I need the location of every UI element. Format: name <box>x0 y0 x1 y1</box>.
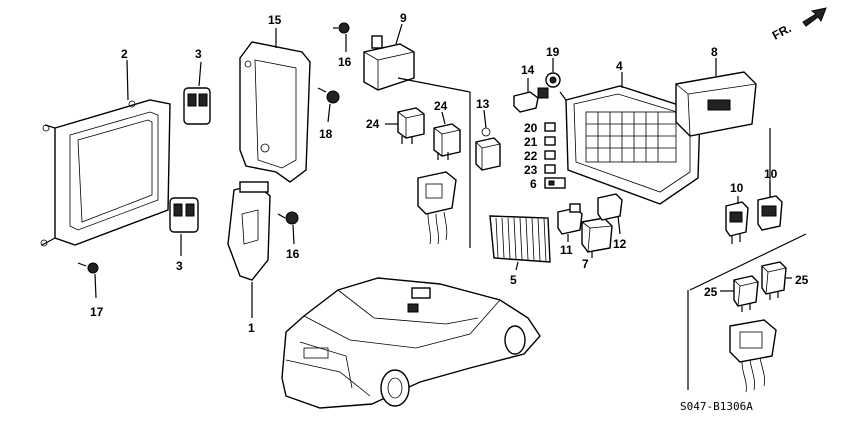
callout-21: 21 <box>524 135 538 149</box>
fuse-22 <box>544 150 556 160</box>
callout-23: 23 <box>524 163 538 177</box>
fuse-20 <box>544 122 556 132</box>
callout-4: 4 <box>616 59 623 73</box>
callout-6: 6 <box>530 177 537 191</box>
mounting-bracket-lower <box>227 181 271 318</box>
divider-lower-right <box>689 233 807 291</box>
grommet-19 <box>545 58 561 88</box>
car-silhouette <box>281 277 541 409</box>
callout-3-upper: 3 <box>195 47 202 61</box>
callout-22: 22 <box>524 149 538 163</box>
control-unit-8 <box>675 58 757 137</box>
callout-16-upper: 16 <box>338 55 352 69</box>
callout-25-left: 25 <box>704 285 718 299</box>
bolt-lower <box>277 211 299 245</box>
fuse-23 <box>544 164 556 174</box>
diagram-code: S047-B1306A <box>680 400 753 413</box>
callout-20: 20 <box>524 121 538 135</box>
label-sheet-5 <box>489 215 551 271</box>
front-arrow-icon: FR. <box>770 7 827 43</box>
callout-15: 15 <box>268 13 282 27</box>
relay-12 <box>597 193 623 235</box>
connector-clip-lower <box>169 197 199 256</box>
callout-16-lower: 16 <box>286 247 300 261</box>
callout-14: 14 <box>521 63 535 77</box>
callout-3-lower: 3 <box>176 259 183 273</box>
ecu-unit <box>40 59 171 247</box>
divider-top <box>397 77 471 93</box>
relay-10-right <box>757 182 783 231</box>
relay-14 <box>513 78 549 113</box>
callout-24-left: 24 <box>366 117 380 131</box>
bolt-upper <box>333 22 350 52</box>
fuse-grid <box>585 111 677 163</box>
fuse-21 <box>544 136 556 146</box>
connector-clip-upper <box>183 61 211 125</box>
callout-2: 2 <box>121 47 128 61</box>
fuse-6 <box>544 177 566 189</box>
relay-13 <box>475 109 501 171</box>
callout-12: 12 <box>613 237 627 251</box>
callout-17: 17 <box>90 305 104 319</box>
mounting-bracket-upper <box>239 28 311 183</box>
fuse-box <box>559 72 701 205</box>
callout-9: 9 <box>400 11 407 25</box>
relay-socket <box>417 171 457 245</box>
callout-13: 13 <box>476 97 490 111</box>
relay-25-right <box>761 261 792 300</box>
relay-socket-lower <box>729 319 777 393</box>
callout-18: 18 <box>319 127 333 141</box>
relay-24-right <box>433 111 461 160</box>
relay-11 <box>557 203 583 242</box>
callout-5: 5 <box>510 273 517 287</box>
bolt-17 <box>77 262 99 299</box>
relay-7 <box>581 217 613 258</box>
callout-11: 11 <box>560 243 573 257</box>
relay-24-left <box>385 107 425 144</box>
relay-25-left <box>720 275 759 312</box>
callout-7: 7 <box>582 257 589 271</box>
bolt-18 <box>317 87 340 123</box>
callout-19: 19 <box>546 45 560 59</box>
callout-10-left: 10 <box>730 181 744 195</box>
callout-1: 1 <box>248 321 255 335</box>
callout-24-right: 24 <box>434 99 448 113</box>
direction-label: FR. <box>770 21 794 42</box>
callout-8: 8 <box>711 45 718 59</box>
callout-25-right: 25 <box>795 273 809 287</box>
relay-10-left <box>725 196 749 244</box>
callout-10-right: 10 <box>764 167 778 181</box>
